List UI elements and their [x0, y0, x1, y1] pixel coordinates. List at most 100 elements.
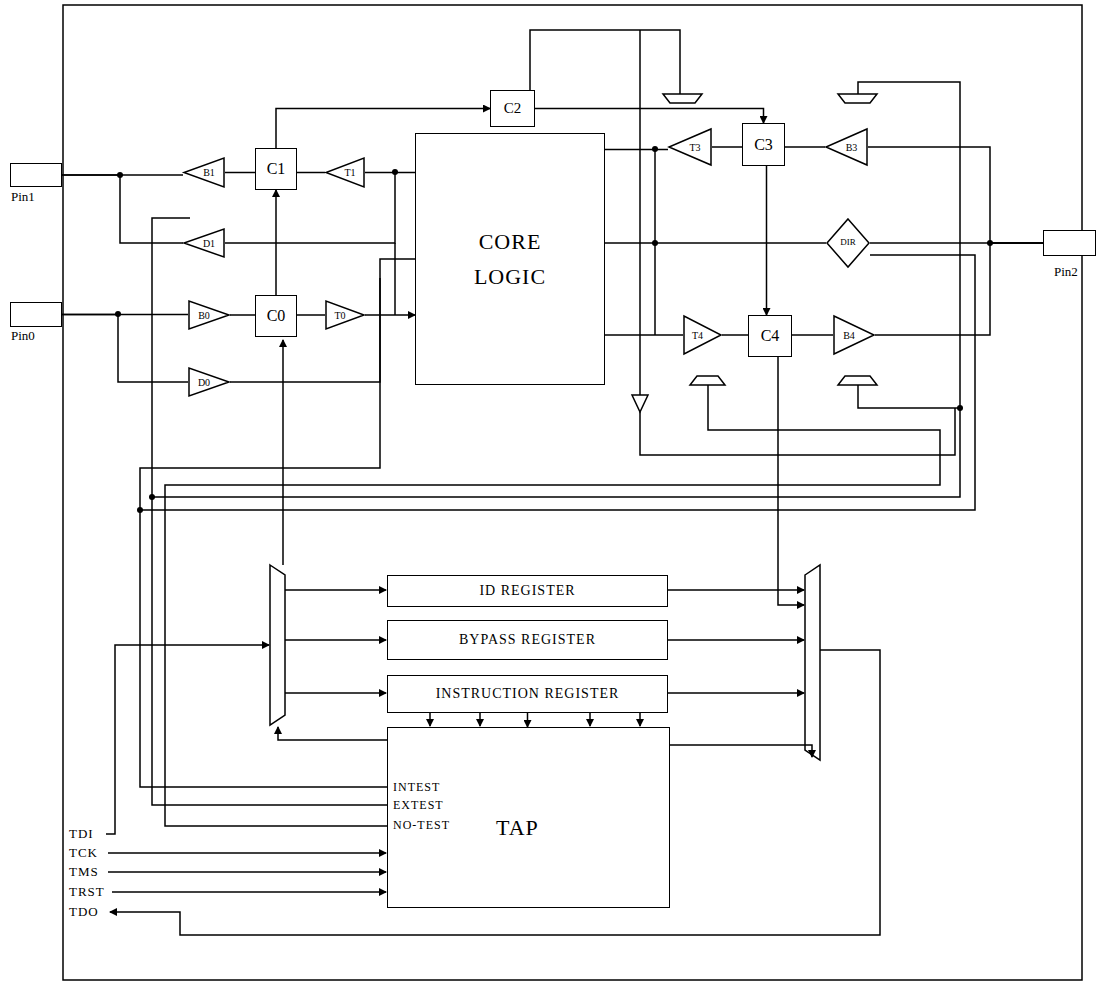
register-box: INSTRUCTION REGISTER — [387, 675, 668, 713]
node-label: ID REGISTER — [479, 583, 575, 598]
outline — [827, 219, 869, 267]
node-label: T4 — [692, 330, 703, 341]
node-label: B3 — [846, 142, 858, 153]
cell-mux — [690, 376, 725, 385]
wire — [530, 30, 680, 94]
pin-terminal: Pin1 — [10, 163, 62, 187]
tdi-wire — [106, 645, 269, 834]
control-line — [140, 278, 388, 787]
node-label: C0 — [267, 307, 286, 325]
node-label: T3 — [689, 142, 700, 153]
tap-controller: TAP INTEST EXTEST NO-TEST — [387, 727, 670, 908]
node-label: B0 — [198, 310, 210, 321]
connector — [225, 172, 255, 174]
chip-border — [63, 5, 1082, 980]
scan-wire — [285, 692, 386, 694]
connector — [875, 243, 1043, 335]
connector — [722, 334, 748, 336]
outline — [826, 129, 867, 165]
test-mode-label: INTEST — [393, 781, 440, 794]
outline — [834, 316, 874, 354]
wire — [640, 408, 955, 455]
connector — [297, 172, 325, 174]
buffer-triangle: B3 — [825, 128, 868, 166]
signal-name: TMS — [68, 864, 100, 880]
tdo-wire — [110, 650, 880, 935]
node-label: BYPASS REGISTER — [459, 632, 596, 647]
input-mux — [270, 565, 285, 725]
buffer-triangle: D1 — [183, 228, 225, 258]
connector — [605, 242, 826, 244]
pin-terminal: Pin2 — [1043, 230, 1096, 256]
connector — [712, 146, 742, 148]
node-label: INSTRUCTION REGISTER — [436, 686, 620, 701]
node-label: C4 — [761, 327, 780, 345]
junction-dot — [957, 405, 963, 411]
ir-wire — [479, 713, 481, 726]
connector — [365, 314, 415, 316]
connector — [868, 147, 1043, 243]
scan-wire — [668, 589, 804, 591]
outline — [184, 158, 224, 187]
connector — [605, 334, 683, 336]
output-mux — [805, 565, 820, 760]
outline — [189, 368, 229, 396]
register-box: ID REGISTER — [387, 575, 668, 607]
pin-name: Pin2 — [1054, 265, 1078, 279]
test-mode-label: EXTEST — [393, 799, 444, 812]
outline — [684, 316, 721, 354]
node-label: C1 — [267, 160, 286, 178]
outline — [326, 301, 364, 329]
connector — [62, 315, 188, 383]
node-label: DIR — [840, 238, 856, 248]
connector — [792, 334, 833, 336]
connector — [535, 109, 764, 124]
scan-wire — [282, 340, 284, 565]
pin-name: Pin1 — [11, 190, 35, 204]
select-wire — [278, 727, 387, 740]
select-wire — [670, 745, 812, 757]
node-label: TAP — [496, 816, 539, 840]
buffer-triangle: T0 — [325, 300, 365, 330]
tck-wire — [108, 852, 386, 854]
outline — [669, 129, 711, 165]
wire — [225, 172, 395, 243]
buffer-triangle: T1 — [325, 157, 365, 188]
cell-mux — [838, 94, 877, 103]
scan-wire — [668, 639, 804, 641]
signal-name: TCK — [68, 845, 99, 861]
boundary-cell: C3 — [742, 123, 785, 166]
junction-dot — [149, 494, 155, 500]
scan-wire — [668, 692, 804, 694]
scan-wire — [778, 357, 804, 605]
pin-name: Pin0 — [11, 329, 35, 343]
buffer-triangle: B1 — [183, 157, 225, 188]
node-label: C3 — [754, 136, 773, 154]
register-box: BYPASS REGISTER — [387, 620, 668, 660]
junction-dot — [137, 507, 143, 513]
connector — [230, 314, 255, 316]
boundary-cell: C4 — [748, 315, 792, 357]
buffer-triangle: B4 — [833, 315, 875, 355]
connector — [605, 149, 668, 151]
control-line — [152, 385, 960, 497]
connector — [365, 172, 415, 174]
connector — [230, 259, 415, 382]
test-mode-label: NO-TEST — [393, 819, 450, 832]
outline — [189, 301, 229, 329]
node-label: T1 — [344, 167, 355, 178]
ir-wire — [589, 713, 591, 726]
ir-wire — [429, 713, 431, 726]
connector — [297, 314, 325, 316]
buffer-symbol — [632, 395, 648, 412]
control-line — [858, 82, 960, 408]
connector — [62, 175, 183, 243]
buffer-triangle: T4 — [683, 315, 722, 355]
scan-wire — [285, 589, 386, 591]
scan-wire — [285, 639, 386, 641]
outline — [326, 158, 364, 187]
boundary-cell: C2 — [490, 90, 535, 127]
connector — [275, 190, 277, 295]
control-line — [152, 218, 388, 805]
boundary-cell: C1 — [255, 148, 297, 190]
